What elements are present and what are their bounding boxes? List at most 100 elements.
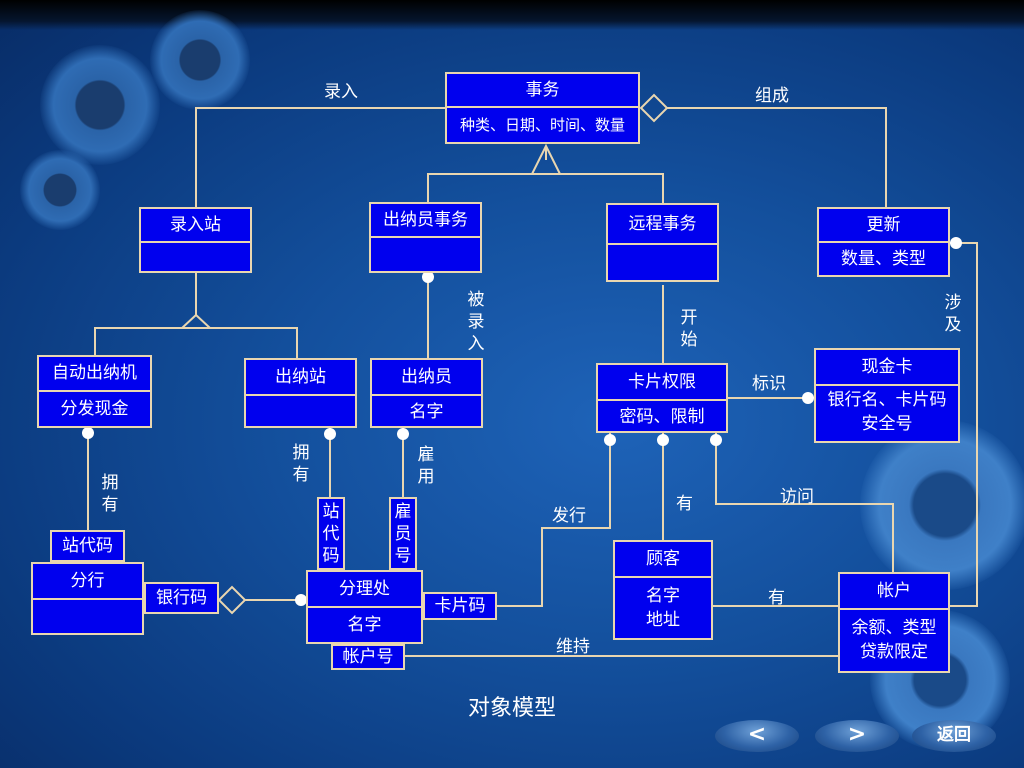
link-label-own: 拥 有: [100, 472, 120, 516]
link-label-start: 开 始: [679, 307, 699, 351]
generalization-triangle: [179, 313, 213, 329]
class-card-authorization: 卡片权限 密码、限制: [596, 363, 728, 433]
class-title: 出纳员: [401, 367, 452, 387]
qualifier-station-code-vertical: 站 代 码: [317, 497, 345, 570]
class-attributes: [141, 241, 250, 273]
class-attributes: 名字: [308, 606, 421, 642]
link-label-entered-by: 被 录 入: [466, 289, 486, 355]
qualifier-char: 员: [394, 524, 412, 544]
link-label-identify: 标识: [752, 374, 786, 394]
class-attributes: 分发现金: [39, 390, 150, 426]
class-attributes: 银行名、卡片码 安全号: [816, 384, 958, 436]
class-update: 更新 数量、类型: [817, 207, 950, 277]
generalization-triangle: [530, 143, 562, 175]
link-label-issue: 发行: [552, 506, 586, 526]
label-char: 被: [467, 290, 485, 310]
class-title: 出纳站: [275, 367, 326, 387]
class-title: 卡片权限: [628, 372, 696, 392]
qualifier-card-code: 卡片码: [423, 592, 497, 620]
sunflower-decoration: [150, 10, 250, 110]
next-slide-button[interactable]: >: [815, 720, 899, 752]
link-label-has: 有: [768, 588, 785, 608]
qualifier-char: 雇: [394, 502, 412, 522]
class-account: 帐户 余额、类型 贷款限定: [838, 572, 950, 673]
class-title: 顾客: [646, 549, 680, 569]
class-title: 现金卡: [861, 357, 913, 377]
label-char: 有: [292, 465, 310, 485]
aggregation-diamond: [217, 585, 247, 615]
class-remote-transaction: 远程事务: [606, 203, 719, 282]
label-char: 开: [680, 308, 698, 328]
class-cashier: 出纳员 名字: [370, 358, 483, 428]
class-title: 分行: [70, 571, 105, 591]
class-title: 自动出纳机: [52, 363, 137, 383]
label-char: 始: [680, 330, 698, 350]
link-label-maintain: 维持: [556, 637, 590, 657]
class-customer: 顾客 名字 地址: [613, 540, 713, 640]
class-title: 帐户: [877, 581, 911, 601]
sunflower-decoration: [20, 150, 100, 230]
class-attributes: 数量、类型: [819, 241, 948, 275]
class-attributes: 名字: [372, 394, 481, 428]
attribute-line: 安全号: [861, 414, 913, 434]
label-char: 拥: [292, 443, 310, 463]
class-title: 录入站: [170, 215, 221, 235]
class-title: 更新: [866, 215, 901, 235]
qualifier-char: 站: [322, 502, 340, 522]
class-title: 远程事务: [628, 214, 697, 234]
label-char: 及: [944, 315, 962, 335]
class-attributes: 密码、限制: [598, 399, 726, 433]
qualifier-bank-code: 银行码: [144, 582, 219, 614]
attribute-line: 银行名、卡片码: [827, 390, 947, 410]
class-attributes: [371, 236, 480, 273]
attribute-line: 余额、类型: [851, 618, 937, 638]
sunflower-decoration: [40, 45, 160, 165]
class-cashier-transaction: 出纳员事务: [369, 202, 482, 273]
class-attributes: [608, 243, 717, 282]
class-title: 分理处: [339, 579, 390, 599]
attribute-line: 贷款限定: [860, 642, 928, 662]
label-char: 有: [101, 495, 119, 515]
qualifier-account-number: 帐户号: [331, 644, 405, 670]
class-entry-station: 录入站: [139, 207, 252, 273]
return-button[interactable]: 返回: [912, 720, 996, 752]
diagram-title: 对象模型: [467, 696, 556, 721]
label-char: 拥: [101, 473, 119, 493]
link-label-has: 有: [676, 494, 693, 514]
aggregation-diamond: [639, 93, 669, 123]
multiplicity-dots: [82, 237, 962, 606]
class-attributes: 种类、日期、时间、数量: [447, 106, 638, 142]
prev-slide-button[interactable]: <: [715, 720, 799, 752]
link-label-access: 访问: [780, 487, 814, 507]
label-char: 用: [417, 467, 435, 487]
class-bank: 分行: [31, 562, 144, 635]
link-label-compose: 组成: [755, 86, 789, 106]
label-char: 涉: [944, 293, 962, 313]
link-label-own: 拥 有: [291, 442, 311, 486]
label-char: 录: [467, 312, 485, 332]
qualifier-char: 号: [394, 546, 412, 566]
qualifier-station-code: 站代码: [50, 530, 125, 562]
class-title: 事务: [525, 80, 560, 100]
qualifier-char: 代: [322, 524, 340, 544]
link-label-employ: 雇 用: [416, 444, 436, 488]
class-title: 出纳员事务: [383, 210, 468, 230]
class-attributes: 名字 地址: [615, 576, 711, 632]
class-attributes: 余额、类型 贷款限定: [840, 608, 948, 664]
class-atm: 自动出纳机 分发现金: [37, 355, 152, 428]
class-cashier-station: 出纳站: [244, 358, 357, 428]
qualifier-employee-number-vertical: 雇 员 号: [389, 497, 417, 570]
class-attributes: [33, 598, 142, 635]
class-transaction: 事务 种类、日期、时间、数量: [445, 72, 640, 144]
label-char: 雇: [417, 445, 435, 465]
class-cash-card: 现金卡 银行名、卡片码 安全号: [814, 348, 960, 443]
attribute-line: 名字: [646, 586, 680, 606]
attribute-line: 地址: [646, 610, 680, 630]
link-label-involve: 涉 及: [943, 292, 963, 336]
label-char: 入: [467, 334, 485, 354]
link-label-entry: 录入: [324, 82, 358, 102]
class-branch-office: 分理处 名字: [306, 570, 423, 644]
qualifier-char: 码: [322, 546, 340, 566]
class-attributes: [246, 394, 355, 428]
